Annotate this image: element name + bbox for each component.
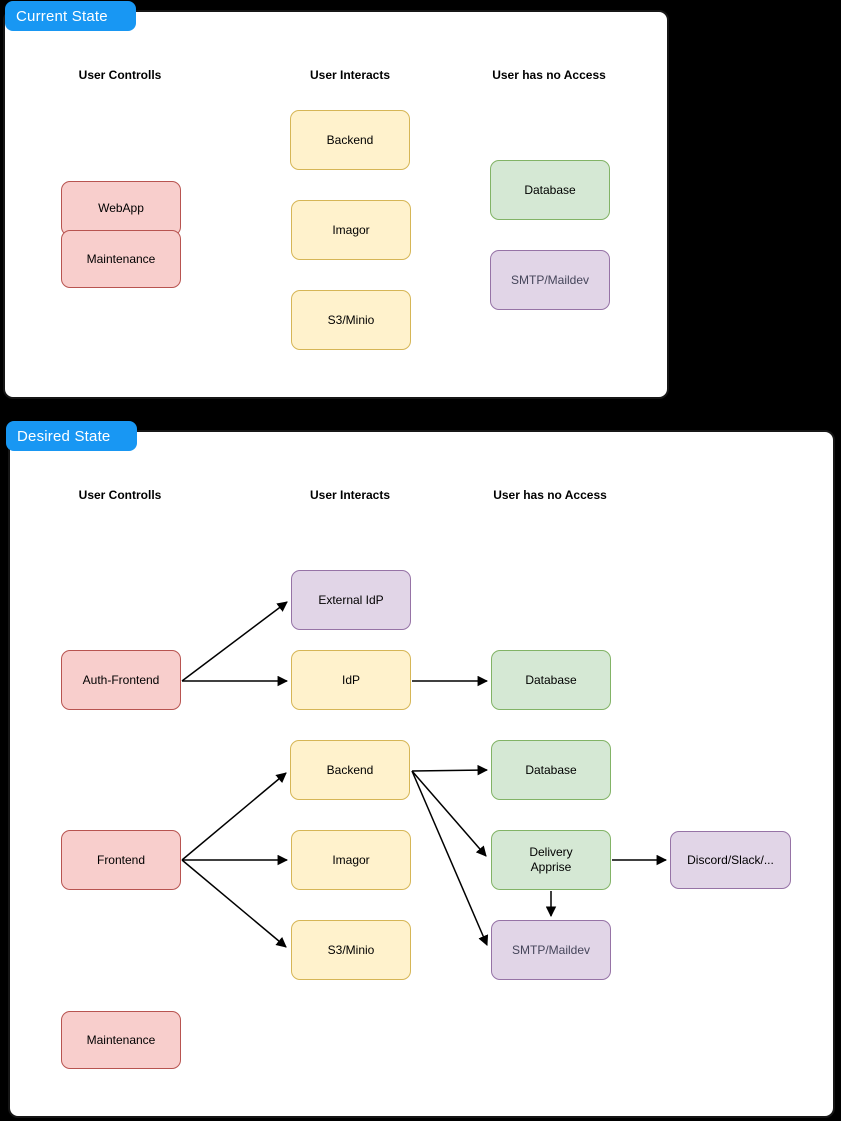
- node-desired-state-idp: IdP: [291, 650, 411, 710]
- current-state-tab: Current State: [5, 1, 136, 31]
- node-desired-state-frontend: Frontend: [61, 830, 181, 890]
- column-header-user-controlls-desired: User Controlls: [78, 488, 162, 502]
- node-desired-state-database-idp: Database: [491, 650, 611, 710]
- column-header-user-interacts-current: User Interacts: [309, 68, 391, 82]
- column-header-user-interacts-desired: User Interacts: [309, 488, 391, 502]
- node-desired-state-s3minio: S3/Minio: [291, 920, 411, 980]
- node-current-state-backend: Backend: [290, 110, 410, 170]
- node-current-state-smtp: SMTP/Maildev: [490, 250, 610, 310]
- node-desired-state-external-idp: External IdP: [291, 570, 411, 630]
- node-current-state-s3minio: S3/Minio: [291, 290, 411, 350]
- desired-state-tab: Desired State: [6, 421, 137, 451]
- node-current-state-imagor: Imagor: [291, 200, 411, 260]
- node-desired-state-backend: Backend: [290, 740, 410, 800]
- node-desired-state-discord-slack: Discord/Slack/...: [670, 831, 791, 889]
- node-desired-state-database-backend: Database: [491, 740, 611, 800]
- column-header-user-has-no-access-current: User has no Access: [492, 68, 606, 82]
- node-current-state-webapp: WebApp: [61, 181, 181, 236]
- node-desired-state-auth-frontend: Auth-Frontend: [61, 650, 181, 710]
- node-desired-state-delivery-apprise: Delivery Apprise: [491, 830, 611, 890]
- node-desired-state-imagor: Imagor: [291, 830, 411, 890]
- node-current-state-database: Database: [490, 160, 610, 220]
- column-header-user-controlls-current: User Controlls: [78, 68, 162, 82]
- node-desired-state-maintenance: Maintenance: [61, 1011, 181, 1069]
- column-header-user-has-no-access-desired: User has no Access: [493, 488, 607, 502]
- node-desired-state-smtp: SMTP/Maildev: [491, 920, 611, 980]
- node-current-state-maintenance: Maintenance: [61, 230, 181, 288]
